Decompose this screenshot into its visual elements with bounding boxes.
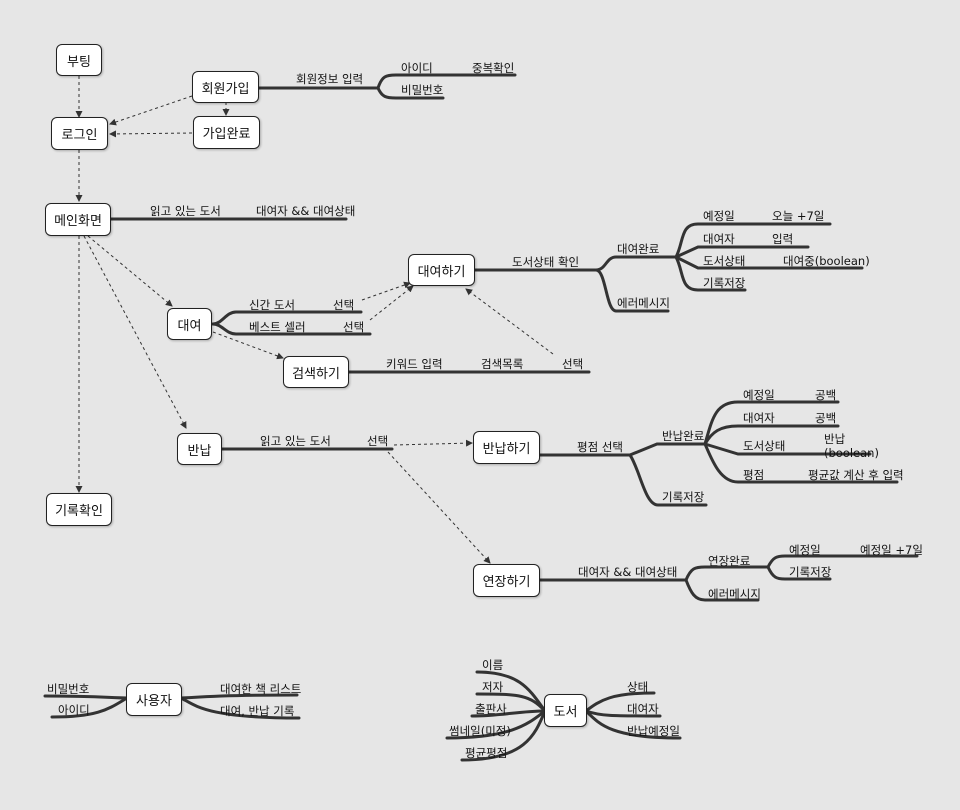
- label-u-id: 아이디: [58, 703, 90, 717]
- node-rent-do[interactable]: 대여하기: [408, 254, 475, 286]
- mindmap-branches: [43, 73, 919, 762]
- label-ext-due: 예정일: [789, 543, 821, 557]
- label-r-returned-line1: 반납: [824, 432, 846, 446]
- label-select-1: 선택: [333, 298, 355, 312]
- label-return-reading: 읽고 있는 도서: [260, 434, 331, 448]
- label-b-status: 상태: [627, 680, 649, 694]
- label-rent-done: 대여완료: [617, 242, 660, 256]
- node-return[interactable]: 반납: [177, 433, 222, 465]
- label-r-avg-input: 평균값 계산 후 입력: [808, 468, 904, 482]
- node-main[interactable]: 메인화면: [45, 203, 111, 236]
- label-u-rented-list: 대여한 책 리스트: [220, 682, 302, 696]
- label-select-4: 선택: [367, 434, 389, 448]
- label-r-lender: 대여자: [743, 411, 775, 425]
- label-renting-bool: 대여중(boolean): [783, 254, 870, 268]
- label-save-record: 기록저장: [703, 276, 746, 290]
- label-rent-error: 에러메시지: [617, 296, 670, 310]
- label-ext-save: 기록저장: [789, 565, 832, 579]
- node-rent[interactable]: 대여: [167, 308, 212, 340]
- label-book-status: 도서상태: [703, 254, 746, 268]
- node-signup[interactable]: 회원가입: [192, 71, 259, 103]
- label-b-author: 저자: [482, 680, 504, 694]
- label-r-book-status: 도서상태: [743, 439, 786, 453]
- label-input: 입력: [772, 232, 794, 246]
- node-user[interactable]: 사용자: [126, 683, 182, 716]
- label-b-name: 이름: [482, 658, 504, 672]
- label-r-save-record: 기록저장: [662, 490, 705, 504]
- label-b-return-due: 반납예정일: [627, 724, 680, 738]
- label-lender: 대여자: [703, 232, 735, 246]
- label-best-seller: 베스트 셀러: [249, 320, 306, 334]
- label-new-books: 신간 도서: [249, 298, 295, 312]
- label-main-lender: 대여자 && 대여상태: [256, 204, 356, 218]
- label-select-3: 선택: [562, 357, 584, 371]
- label-r-blank-1: 공백: [815, 388, 837, 402]
- label-ext-due-plus7: 예정일 +7일: [860, 543, 923, 557]
- label-keyword-input: 키워드 입력: [386, 357, 443, 371]
- node-history[interactable]: 기록확인: [46, 493, 112, 526]
- label-ext-done: 연장완료: [708, 554, 751, 568]
- label-id: 아이디: [401, 61, 433, 75]
- label-due-date: 예정일: [703, 209, 735, 223]
- label-b-publisher: 출판사: [475, 702, 507, 716]
- label-select-2: 선택: [343, 320, 365, 334]
- label-r-returned-line2: (boolean): [824, 446, 879, 460]
- label-ext-error: 에러메시지: [708, 587, 761, 601]
- label-password: 비밀번호: [401, 83, 444, 97]
- node-search[interactable]: 검색하기: [283, 356, 349, 388]
- node-extend[interactable]: 연장하기: [473, 564, 540, 597]
- label-b-avg-rating: 평균평점: [465, 746, 508, 760]
- node-return-do[interactable]: 반납하기: [473, 431, 540, 464]
- label-rating-select: 평점 선택: [577, 440, 623, 454]
- label-book-status-check: 도서상태 확인: [512, 255, 580, 269]
- label-r-rating: 평점: [743, 468, 765, 482]
- node-signup-done[interactable]: 가입완료: [193, 116, 260, 149]
- label-r-due-date: 예정일: [743, 388, 775, 402]
- label-main-reading: 읽고 있는 도서: [150, 204, 221, 218]
- label-dup-check: 중복확인: [472, 61, 515, 75]
- label-ext-lender-status: 대여자 && 대여상태: [578, 565, 678, 579]
- label-b-thumbnail: 썸네일(미정): [449, 724, 511, 738]
- node-book[interactable]: 도서: [544, 694, 587, 727]
- label-signup-input: 회원정보 입력: [296, 72, 364, 86]
- flow-arrows: [75, 76, 554, 564]
- label-today-plus7: 오늘 +7일: [772, 209, 825, 223]
- node-login[interactable]: 로그인: [51, 117, 108, 150]
- label-search-list: 검색목록: [481, 357, 524, 371]
- label-b-lender: 대여자: [627, 702, 659, 716]
- label-r-blank-2: 공백: [815, 411, 837, 425]
- label-u-password: 비밀번호: [47, 682, 90, 696]
- label-u-history: 대여, 반납 기록: [220, 704, 295, 718]
- node-booting[interactable]: 부팅: [56, 44, 102, 76]
- label-r-returned-bool: 반납(boolean): [824, 432, 884, 460]
- label-return-done: 반납완료: [662, 429, 705, 443]
